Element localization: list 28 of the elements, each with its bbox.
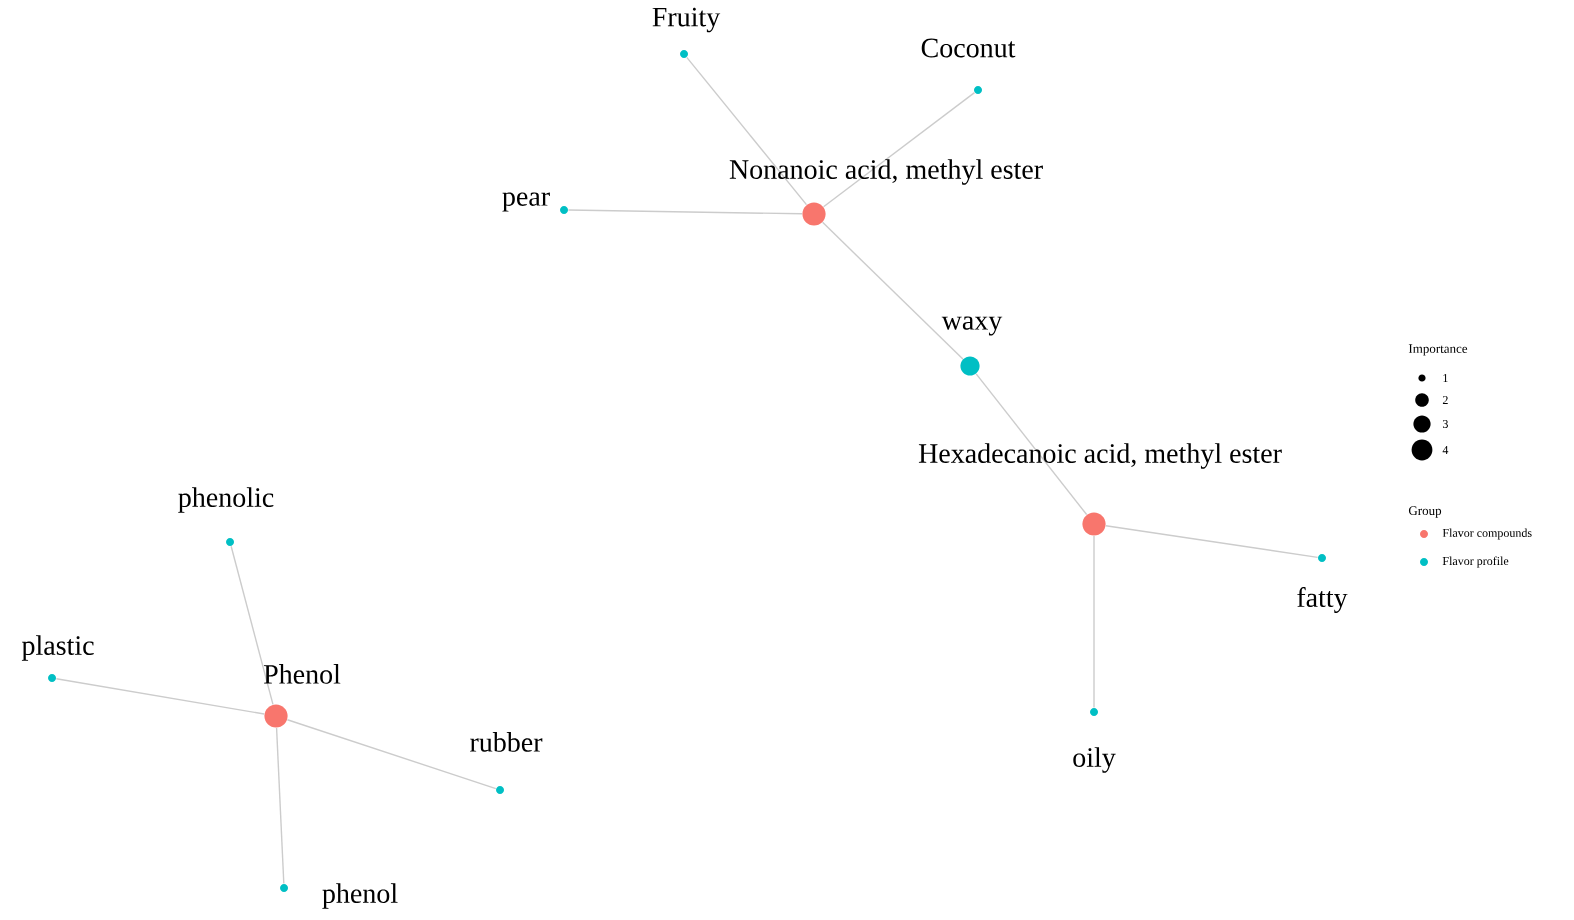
line — [567, 209, 803, 215]
line — [55, 678, 265, 715]
node-label: rubber — [470, 732, 543, 752]
line — [1105, 525, 1319, 559]
dot — [802, 202, 826, 226]
node-label: Hexadecanoic acid, methyl ester — [918, 443, 1282, 469]
node-label: Phenol — [263, 664, 341, 684]
node-label: phenol — [322, 883, 398, 909]
line — [230, 545, 274, 706]
line — [286, 719, 497, 790]
node-label: phenolic — [178, 487, 274, 513]
line — [822, 91, 976, 208]
node-label: waxy — [941, 316, 1003, 336]
dot — [264, 704, 288, 728]
node-label: pear — [502, 192, 550, 212]
node-label: Coconut — [921, 38, 1016, 58]
node-label: Fruity — [652, 7, 721, 33]
node-label: plastic — [21, 635, 94, 661]
line — [1093, 535, 1095, 709]
dot — [960, 356, 980, 376]
node-label: fatty — [1297, 587, 1348, 613]
line — [821, 221, 964, 360]
line — [275, 727, 285, 885]
line — [975, 373, 1088, 516]
dot — [1082, 512, 1106, 536]
node-label: Nonanoic acid, methyl ester — [729, 159, 1043, 185]
line — [686, 56, 808, 206]
node-label: oily — [1073, 747, 1116, 773]
